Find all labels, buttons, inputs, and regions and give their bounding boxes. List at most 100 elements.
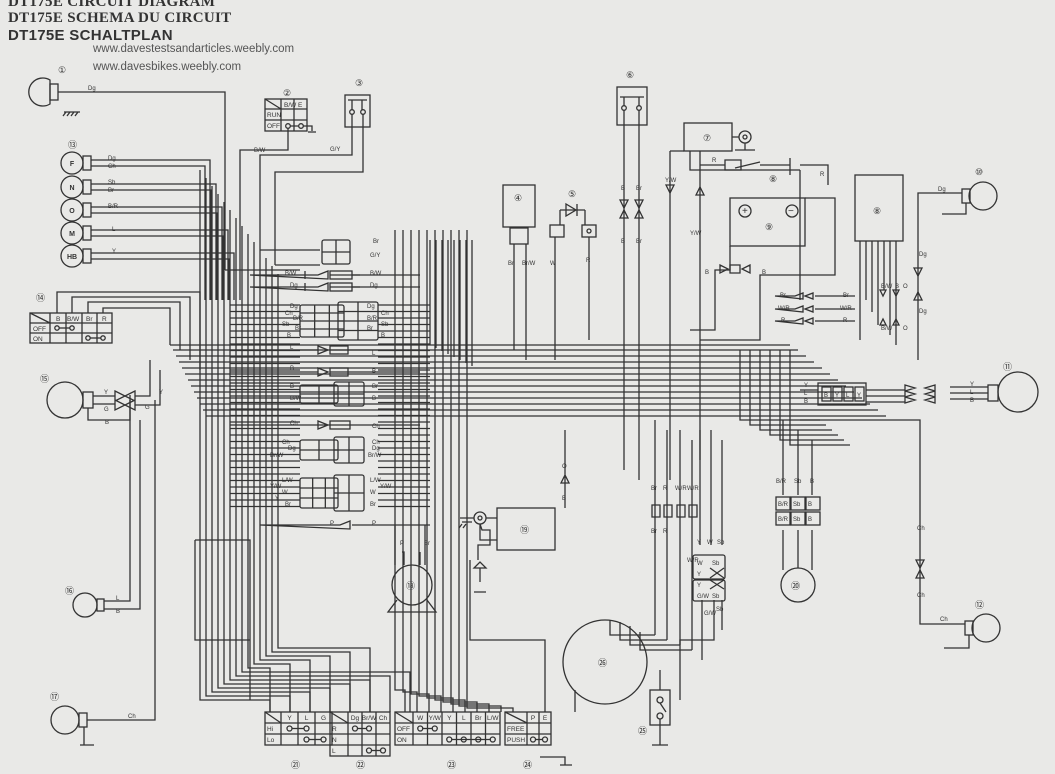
diode-5: ⑤ W R <box>549 189 597 360</box>
switch-row: OFF <box>33 326 46 333</box>
component-number: ⑨ <box>765 222 773 232</box>
component-number: ⑦ <box>703 133 711 143</box>
wire-label: Sb <box>716 607 724 613</box>
component-number: ⑮ <box>40 374 49 384</box>
harness-wire <box>241 226 411 712</box>
wire-label: Ch <box>108 164 116 170</box>
wire <box>91 183 217 300</box>
wire-label: G <box>104 407 109 413</box>
switch-col: Br <box>86 316 93 323</box>
wire-label: Sb <box>794 479 802 485</box>
wire <box>878 289 901 326</box>
harness-wire <box>402 230 418 712</box>
wire-label: Y <box>804 383 808 389</box>
wire-label: R <box>781 318 786 324</box>
connector-pin: W <box>697 561 703 567</box>
switch-row: Hi <box>267 726 273 733</box>
harness-wire <box>253 242 291 712</box>
component-number: ㉖ <box>598 658 607 668</box>
wire-label: B/R <box>293 316 304 322</box>
harness-wire <box>466 230 514 712</box>
component-4: ④ Br Br/W <box>502 184 536 360</box>
switch-14: ⑭ B B/W Br R OFF ON <box>29 291 201 370</box>
connector-pin: L <box>846 393 850 399</box>
component-number: ㉑ <box>291 760 300 770</box>
switch-row: RUN <box>267 112 281 119</box>
wire-label: Sb <box>717 540 725 546</box>
wire <box>690 170 801 341</box>
wire-label: O <box>903 284 908 290</box>
wire-label: Dg <box>108 156 116 162</box>
component-7-8-9: ⑦ Y/W Y/W R R ⑧ + − ⑨ B B <box>664 122 836 480</box>
component-number: ㉒ <box>356 760 365 770</box>
harness-wire <box>759 350 832 431</box>
switch-col: W <box>417 715 424 722</box>
wire-label: B <box>105 420 109 426</box>
wire-label: R <box>843 318 848 324</box>
harness-wire <box>247 234 271 712</box>
switch-col: L/W <box>487 715 499 722</box>
wire-label: B/R <box>108 204 119 210</box>
component-number: ⑧ <box>769 174 777 184</box>
wire-label: W/R <box>675 486 687 492</box>
switch-row: OFF <box>267 123 280 130</box>
wire-label: Ch <box>372 440 380 446</box>
wire-label: L <box>372 351 376 357</box>
wire-label: B/W <box>881 284 893 290</box>
connector-pin: Y <box>697 572 701 578</box>
component-number: ⑰ <box>50 692 59 702</box>
wire-label: Ch <box>285 311 293 317</box>
switch-row: PUSH <box>507 737 525 744</box>
wire-label: Br/W <box>368 453 382 459</box>
unit-8: ⑧ Br Br W/R W/R R R B/W B/W B Dg Dg O O <box>774 174 927 345</box>
wire-label: Y/W <box>690 231 702 237</box>
wire-label: Br <box>370 502 376 508</box>
wire-label: L <box>116 596 120 602</box>
wire-harness <box>170 170 886 766</box>
indicator-label: HB <box>67 254 77 261</box>
wire <box>230 367 420 377</box>
harness-wire <box>789 350 850 446</box>
wire-label: Y <box>970 382 974 388</box>
switch-col: E <box>543 715 548 722</box>
wire-label: W <box>550 261 556 267</box>
wire <box>91 252 235 300</box>
wire-label: W/R <box>840 306 852 312</box>
wire-label: Sb <box>282 322 290 328</box>
wire <box>504 711 528 724</box>
indicator-hb: HB <box>60 244 235 300</box>
wire-label: Ch <box>128 714 136 720</box>
main-connectors <box>230 239 430 565</box>
wire-label: Y <box>275 496 279 502</box>
switch-row: Lo <box>267 737 275 744</box>
component-19: ⑲ O B <box>458 430 571 593</box>
wire-label: L <box>112 227 116 233</box>
wire-label: W/R <box>778 306 790 312</box>
wire-label: Br <box>285 502 291 508</box>
wire-label: Dg <box>938 187 946 193</box>
battery-minus: − <box>788 206 794 217</box>
wire-label: Br <box>108 188 114 194</box>
lamp-1: ① Dg <box>28 65 226 270</box>
component-number: ④ <box>514 193 522 203</box>
connector-pin: B/R <box>778 517 789 523</box>
wire-label: L <box>804 391 808 397</box>
wire <box>260 249 320 266</box>
wire-label: Br <box>295 326 301 332</box>
wire-label: B <box>372 396 376 402</box>
connector-pin: Sb <box>712 594 720 600</box>
connector-pin: Sb <box>793 502 801 508</box>
component-number: ② <box>283 88 291 98</box>
wire-label: B <box>290 384 294 390</box>
connector-pin: Y <box>835 393 839 399</box>
wire <box>91 206 223 300</box>
wire-label: B/W <box>285 271 297 277</box>
switch-col: L <box>305 715 309 722</box>
wire-label: Br/W <box>522 261 536 267</box>
wire-label: B <box>287 333 291 339</box>
wire-label: R <box>712 158 717 164</box>
indicator-label: O <box>69 208 75 215</box>
wire-label: B <box>562 496 566 502</box>
